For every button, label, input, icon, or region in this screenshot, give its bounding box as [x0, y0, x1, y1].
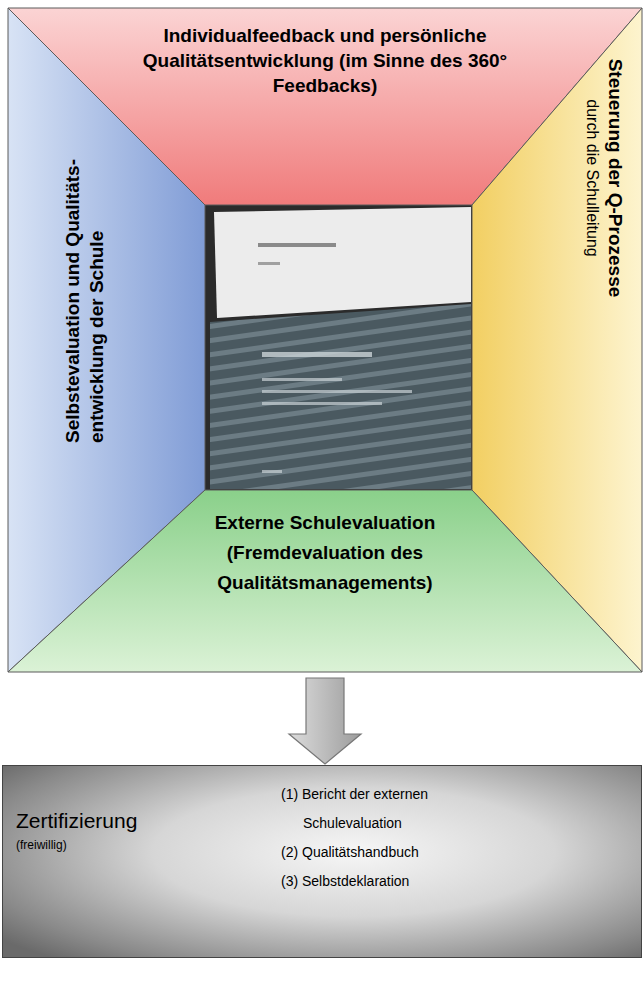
label-group: Selbstevaluation und Qualitäts- entwickl… [61, 73, 109, 443]
photo-frame [205, 205, 472, 490]
photo-paper [214, 207, 471, 318]
box-label: (freiwillig) [16, 836, 246, 854]
photo-scribble [262, 402, 382, 405]
photo-striped-cover [210, 304, 471, 489]
external-evaluation-band: Externe Schulevaluation (Fremdevaluation… [8, 490, 642, 672]
block-arrow [289, 678, 361, 764]
text-column: (1) Bericht der externen Schulevaluation… [281, 780, 521, 896]
band-label: durch die Schulleitung [582, 13, 603, 343]
photo-scribble [258, 243, 336, 247]
band-label: Steuerung der Q-Prozesse [603, 13, 628, 343]
band-label: Selbstevaluation und Qualitäts- entwickl… [61, 73, 109, 443]
band-label: Individualfeedback und persönliche Quali… [105, 23, 545, 98]
band-outline [8, 490, 642, 672]
photo-scribble [262, 390, 412, 393]
photo-scribble [262, 378, 342, 381]
certification-box: Zertifizierung(freiwillig) (1) Bericht de… [2, 765, 642, 958]
box-label: Zertifizierung [16, 806, 246, 836]
label-group: Individualfeedback und persönliche Quali… [105, 23, 545, 98]
label-group: Externe Schulevaluation (Fremdevaluation… [175, 508, 475, 598]
text-column: Zertifizierung(freiwillig) [16, 806, 246, 854]
photo-scribble [262, 352, 372, 357]
box-label: (3) Selbstdeklaration [281, 867, 521, 896]
label-group: Steuerung der Q-Prozessedurch die Schull… [582, 13, 628, 343]
photo-scribble [262, 470, 282, 473]
photo-scribble [258, 262, 280, 265]
box-label: (2) Qualitätshandbuch [281, 838, 521, 867]
box-label: (1) Bericht der externen Schulevaluation [281, 780, 521, 838]
band-label: Externe Schulevaluation (Fremdevaluation… [175, 508, 475, 598]
